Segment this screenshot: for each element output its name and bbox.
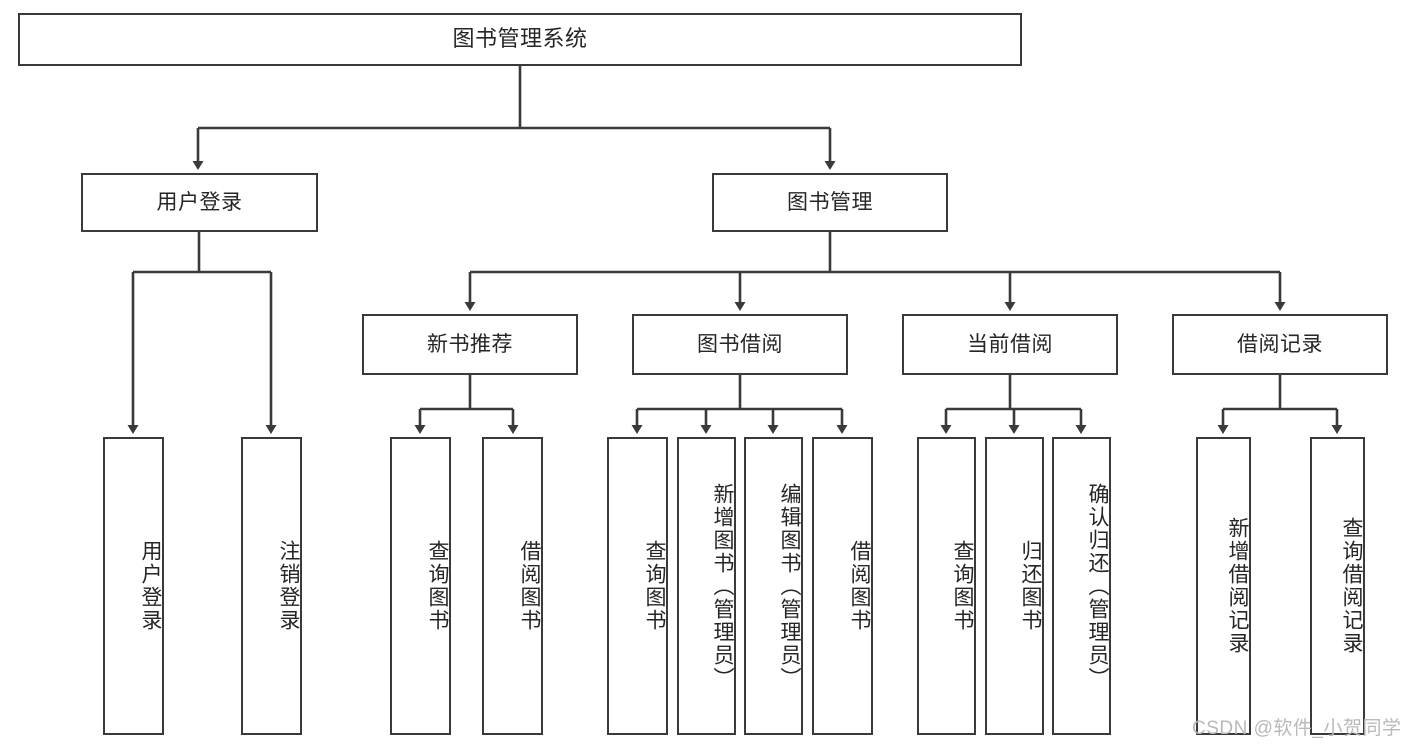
node-leaf-query-book-current[interactable]: 查询图书 [917, 437, 976, 735]
edges-borrow-records [1217, 375, 1343, 434]
edges-new-book-recommend [414, 375, 519, 434]
node-user-login-label: 用户登录 [156, 190, 243, 214]
node-new-book-recommend[interactable]: 新书推荐 [362, 314, 578, 375]
edges-book-management [464, 232, 1286, 311]
node-root-label: 图书管理系统 [452, 26, 588, 52]
node-leaf-add-book-admin[interactable]: 新增图书（管理员） [677, 437, 736, 735]
node-leaf-query-book-recommend-label: 查询图书 [426, 540, 449, 632]
node-leaf-add-borrow-record-label: 新增借阅记录 [1226, 517, 1249, 655]
node-book-borrow-label: 图书借阅 [697, 332, 783, 356]
node-leaf-query-book-current-label: 查询图书 [951, 540, 974, 632]
edges-user-login [127, 232, 277, 434]
node-leaf-return-book-label: 归还图书 [1019, 540, 1042, 632]
node-leaf-user-login[interactable]: 用户登录 [103, 437, 164, 735]
node-leaf-borrow-book-recommend[interactable]: 借阅图书 [482, 437, 543, 735]
node-leaf-edit-book-admin[interactable]: 编辑图书（管理员） [744, 437, 803, 735]
node-book-management-label: 图书管理 [787, 190, 873, 214]
node-leaf-user-login-label: 用户登录 [139, 540, 162, 632]
node-borrow-records[interactable]: 借阅记录 [1172, 314, 1388, 375]
node-current-borrow[interactable]: 当前借阅 [902, 314, 1118, 375]
edges-current-borrow [940, 375, 1087, 434]
node-book-borrow[interactable]: 图书借阅 [632, 314, 848, 375]
node-book-management[interactable]: 图书管理 [712, 173, 948, 232]
node-leaf-add-book-admin-label: 新增图书（管理员） [711, 482, 734, 690]
node-borrow-records-label: 借阅记录 [1237, 332, 1323, 356]
edges-book-borrow [631, 375, 848, 434]
node-leaf-query-book-borrow-label: 查询图书 [643, 540, 666, 632]
edges-root [192, 66, 836, 170]
node-leaf-logout-login[interactable]: 注销登录 [241, 437, 302, 735]
csdn-watermark: CSDN @软件_小贺同学 [1192, 718, 1402, 739]
node-leaf-query-book-borrow[interactable]: 查询图书 [607, 437, 668, 735]
node-leaf-borrow-book[interactable]: 借阅图书 [812, 437, 873, 735]
node-new-book-recommend-label: 新书推荐 [427, 332, 513, 356]
node-leaf-edit-book-admin-label: 编辑图书（管理员） [778, 482, 801, 690]
node-user-login[interactable]: 用户登录 [81, 173, 318, 232]
node-leaf-query-borrow-record[interactable]: 查询借阅记录 [1310, 437, 1365, 735]
node-leaf-query-book-recommend[interactable]: 查询图书 [390, 437, 451, 735]
node-leaf-borrow-book-label: 借阅图书 [848, 540, 871, 632]
node-leaf-return-book[interactable]: 归还图书 [985, 437, 1044, 735]
node-leaf-add-borrow-record[interactable]: 新增借阅记录 [1196, 437, 1251, 735]
node-leaf-confirm-return-admin-label: 确认归还（管理员） [1086, 482, 1109, 690]
node-leaf-logout-login-label: 注销登录 [277, 540, 300, 632]
node-leaf-confirm-return-admin[interactable]: 确认归还（管理员） [1052, 437, 1111, 735]
node-current-borrow-label: 当前借阅 [967, 332, 1053, 356]
node-leaf-query-borrow-record-label: 查询借阅记录 [1340, 517, 1363, 655]
node-leaf-borrow-book-recommend-label: 借阅图书 [518, 540, 541, 632]
node-root[interactable]: 图书管理系统 [18, 13, 1022, 66]
